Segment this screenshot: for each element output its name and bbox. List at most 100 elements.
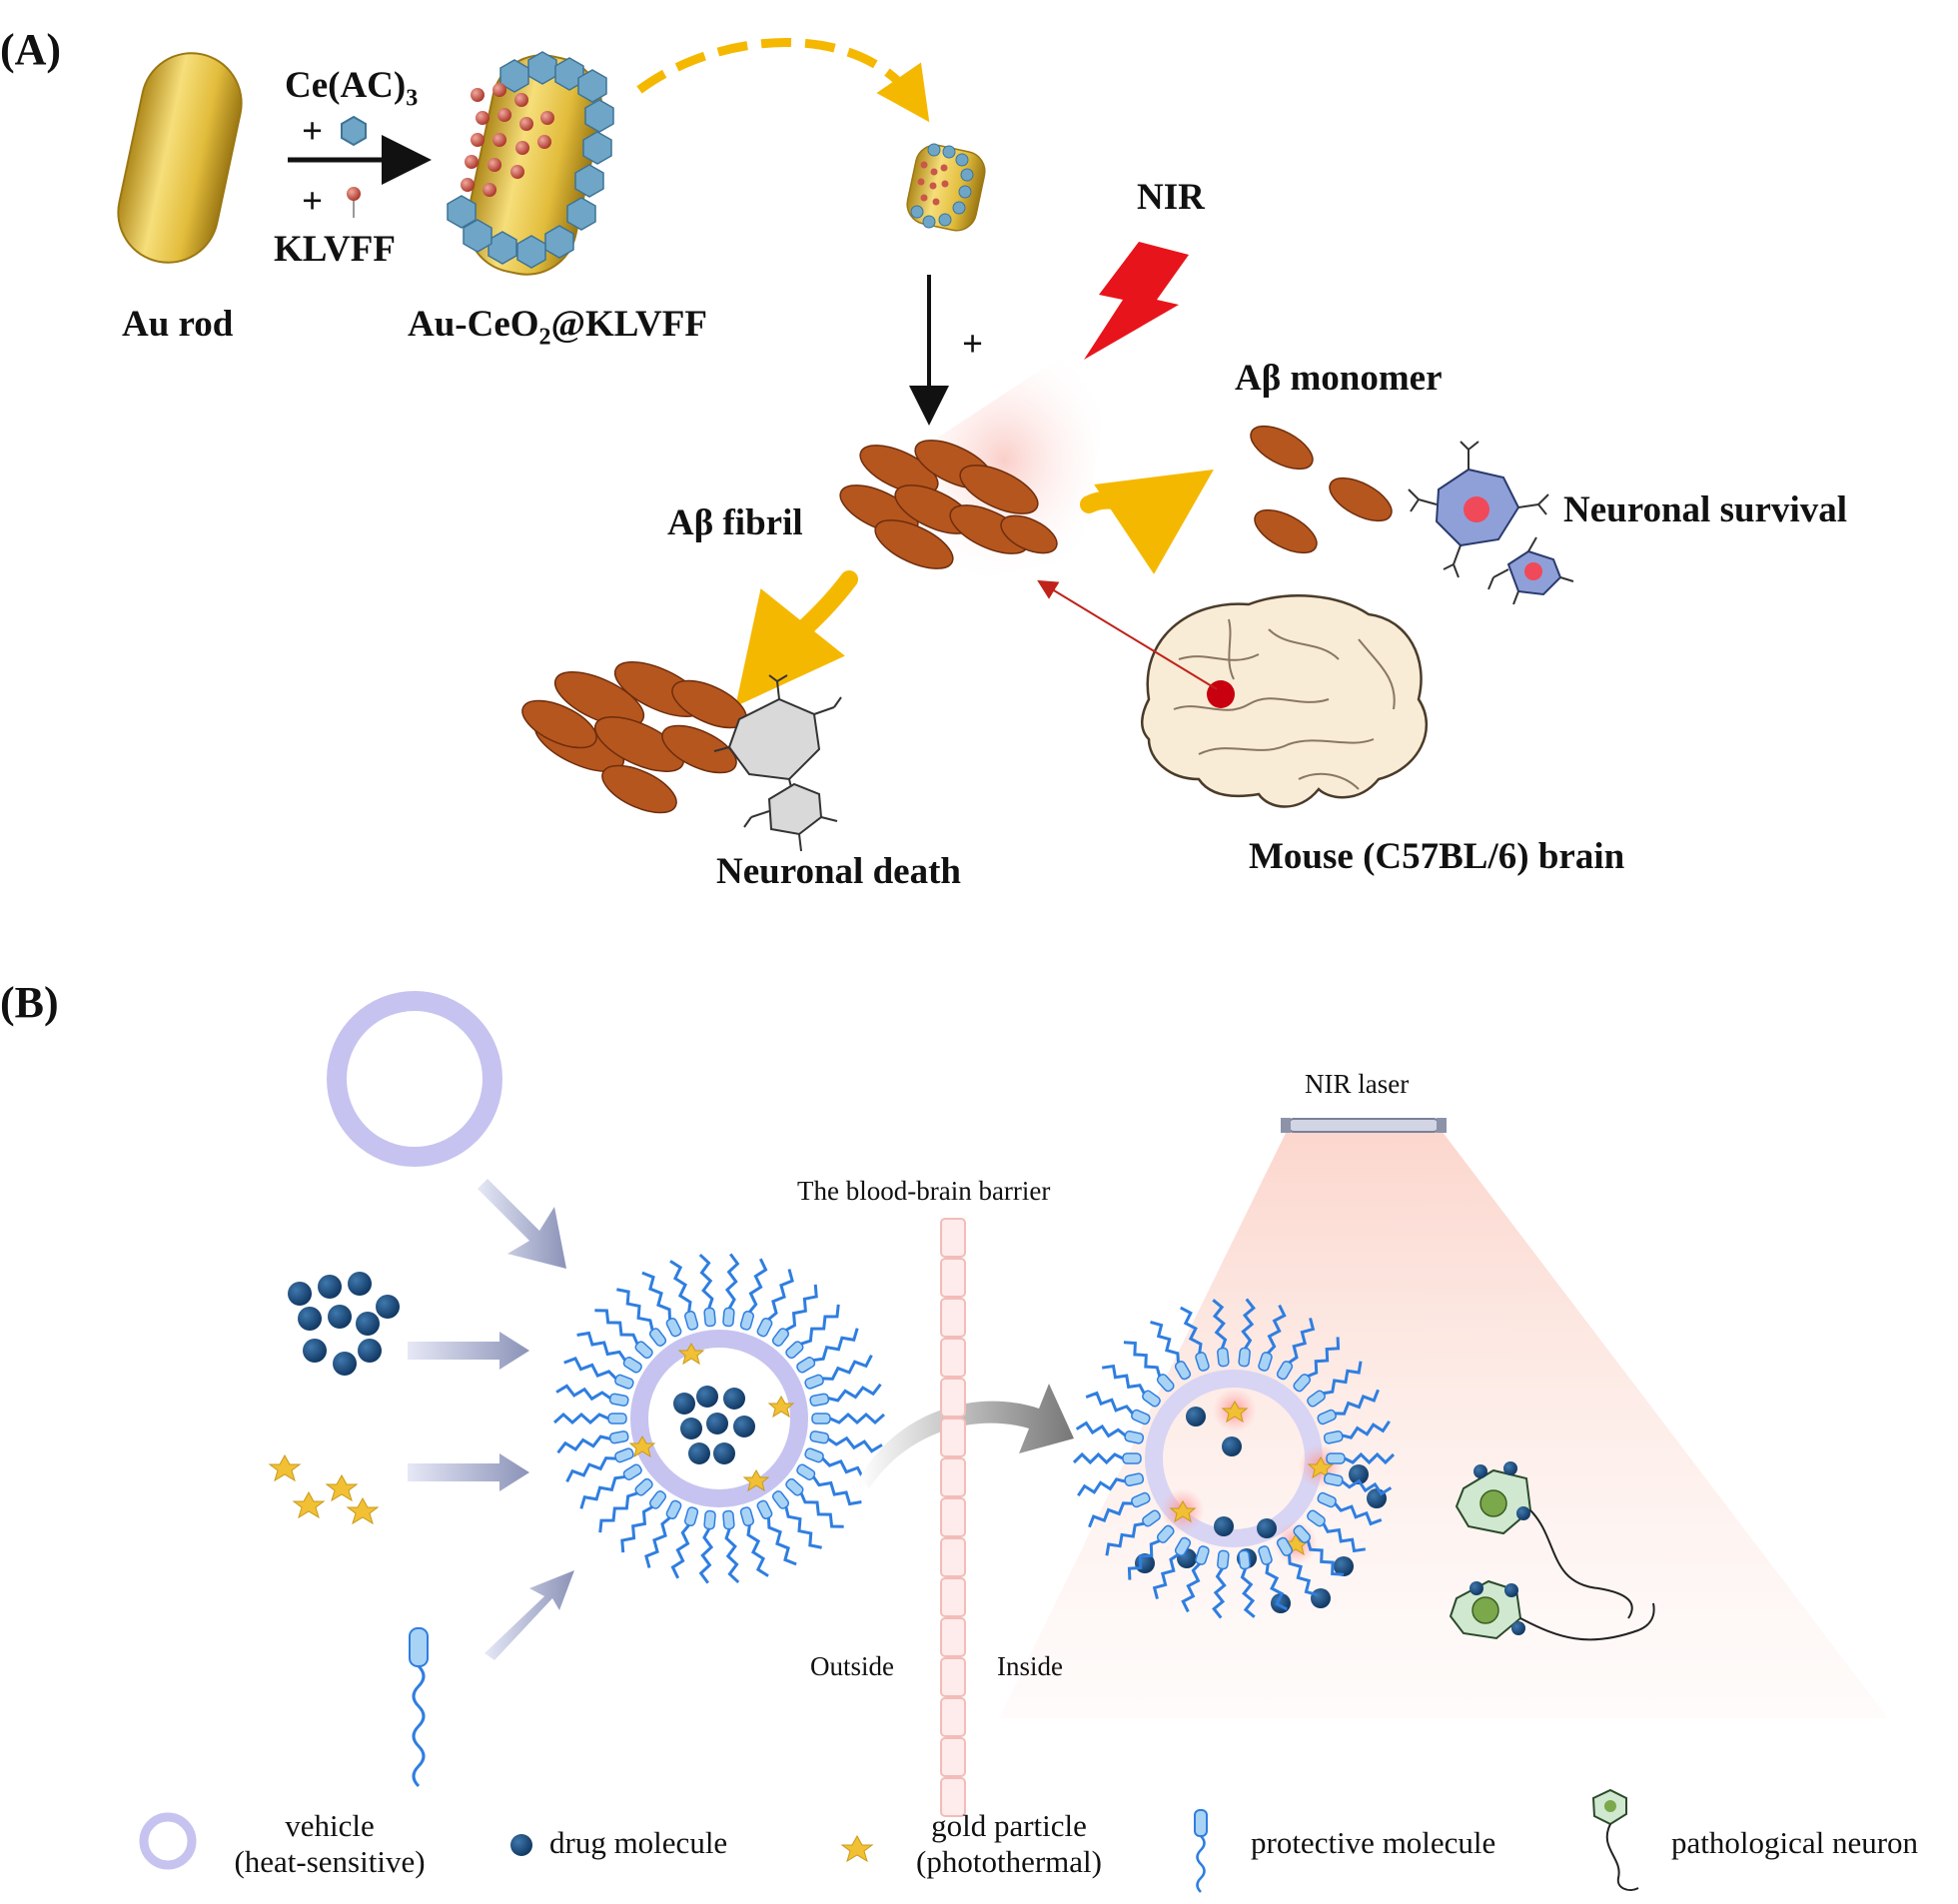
protective-molecule-tail <box>1180 1306 1203 1354</box>
protective-molecule-tail <box>827 1383 882 1403</box>
protective-molecule-head <box>722 1307 735 1328</box>
protective-molecule-tail <box>1322 1522 1367 1553</box>
barrier-cell <box>940 1338 966 1378</box>
protective-molecule-tail <box>1306 1540 1345 1576</box>
reagent-ce-label: Ce(AC)3 <box>285 64 418 112</box>
legend-drug-icon <box>510 1834 532 1856</box>
protective-molecule-head <box>771 1328 790 1347</box>
protective-molecule-head <box>608 1393 629 1407</box>
protective-molecule-head <box>648 1328 667 1347</box>
reagent-plus-2: + <box>302 181 324 222</box>
protective-molecule-tail <box>822 1354 873 1381</box>
protective-molecule-tail <box>579 1474 625 1509</box>
mouse-brain-icon <box>1141 594 1429 808</box>
protective-molecule-tail <box>616 1288 654 1331</box>
protective-molecule-tail <box>1307 1337 1341 1378</box>
barrier-cell <box>940 1577 966 1617</box>
panel-b-label: (B) <box>0 978 59 1027</box>
product-suffix: @KLVFF <box>550 304 707 345</box>
small-particle-icon <box>906 143 986 232</box>
reagent-ce-subscript: 3 <box>406 85 419 112</box>
protective-molecule-tail <box>598 1491 638 1533</box>
au-ceo2-klvff-particle <box>447 51 614 276</box>
protective-molecule-tail <box>1334 1502 1383 1526</box>
protective-molecule-tail <box>594 1309 639 1345</box>
protective-molecule-tail <box>1181 1562 1201 1613</box>
panel-a-label: (A) <box>0 25 62 74</box>
protective-molecule-head <box>634 1341 653 1360</box>
protective-molecule-tail <box>724 1253 740 1310</box>
ab-fibril-label: Aβ fibril <box>667 502 803 543</box>
protective-molecule-tail <box>1072 1451 1124 1465</box>
outside-label: Outside <box>810 1651 894 1681</box>
protective-molecule-tail <box>1288 1318 1316 1365</box>
protective-molecule-tail <box>576 1331 626 1362</box>
protective-molecule-tail <box>1085 1391 1134 1415</box>
protective-molecule-head <box>809 1430 830 1444</box>
protective-molecule-head <box>796 1357 816 1374</box>
protective-molecule-tail <box>1323 1361 1363 1396</box>
released-vehicle <box>1072 1298 1396 1619</box>
protective-molecule-tail <box>698 1527 714 1584</box>
reagent-ce-text: Ce(AC) <box>285 65 407 106</box>
plus-arrow-label: + <box>962 324 984 365</box>
pathological-neuron-icon <box>1449 1461 1655 1641</box>
neuronal-survival-label: Neuronal survival <box>1563 489 1848 530</box>
yellow-arrow-to-monomer <box>1080 470 1214 574</box>
protective-molecule-head <box>703 1307 716 1328</box>
legend-neuron-label: pathological neuron <box>1671 1825 1919 1860</box>
barrier-cell <box>940 1617 966 1657</box>
protective-molecule-head <box>739 1506 754 1526</box>
protective-molecule-tail <box>1212 1567 1227 1619</box>
protective-molecule-head <box>804 1374 824 1390</box>
protective-molecule-head <box>634 1477 653 1496</box>
legend-gold-icon <box>840 1834 874 1863</box>
mouse-brain-label: Mouse (C57BL/6) brain <box>1249 836 1625 877</box>
protective-molecule-tail <box>1152 1552 1180 1599</box>
brain-to-fibril-arrow <box>1037 579 1218 690</box>
protective-molecule-head <box>665 1318 682 1338</box>
legend-vehicle-label: vehicle (heat-sensitive) <box>215 1808 445 1880</box>
healthy-neuron-icon <box>1408 441 1574 605</box>
product-subscript: 2 <box>538 324 551 351</box>
protective-molecule-head <box>1238 1347 1251 1368</box>
protective-molecule-tail <box>1088 1501 1133 1528</box>
nir-label: NIR <box>1137 177 1205 218</box>
blood-brain-barrier-icon <box>940 1218 966 1817</box>
protective-molecule-head <box>1122 1452 1142 1464</box>
au-rod-icon <box>117 52 243 264</box>
protective-molecule-tail <box>620 1505 653 1553</box>
protective-molecule-tail <box>1150 1320 1180 1363</box>
protective-molecule-tail <box>800 1304 840 1346</box>
death-fibril-icon <box>521 661 747 814</box>
protective-molecule-head <box>1131 1409 1151 1426</box>
protective-molecule-tail <box>746 1524 769 1577</box>
protective-molecule-tail <box>670 1523 690 1579</box>
protective-molecule-head <box>684 1506 699 1526</box>
protective-molecule-tail <box>827 1435 883 1453</box>
protective-molecule-head <box>648 1490 667 1509</box>
barrier-cell <box>940 1537 966 1577</box>
klvff-icon <box>347 187 361 218</box>
protective-molecule-head <box>756 1499 773 1519</box>
nir-lightning-icon <box>1084 242 1189 360</box>
protective-molecule-tail <box>1075 1421 1127 1438</box>
legend-vehicle-line2: (heat-sensitive) <box>234 1844 426 1879</box>
nir-laser-label: NIR laser <box>1305 1069 1410 1099</box>
protective-molecule-head <box>607 1413 627 1425</box>
protective-molecule-tail <box>1240 1567 1256 1618</box>
barrier-cell <box>940 1418 966 1457</box>
assembled-vehicle <box>553 1253 885 1584</box>
protective-molecule-tail <box>799 1492 844 1528</box>
protective-molecule-head <box>1326 1452 1346 1464</box>
au-rod-label: Au rod <box>122 304 234 345</box>
product-label: Au-CeO2@KLVFF <box>408 303 707 351</box>
transfer-arrow <box>859 1384 1074 1488</box>
protective-molecule-tail <box>1344 1451 1396 1465</box>
protective-molecule-tail <box>644 1516 671 1568</box>
protective-molecule-tail <box>767 1269 794 1321</box>
barrier-cell <box>940 1697 966 1737</box>
protective-molecule-tail <box>1265 1563 1288 1611</box>
drug-cluster-icon <box>288 1272 400 1376</box>
